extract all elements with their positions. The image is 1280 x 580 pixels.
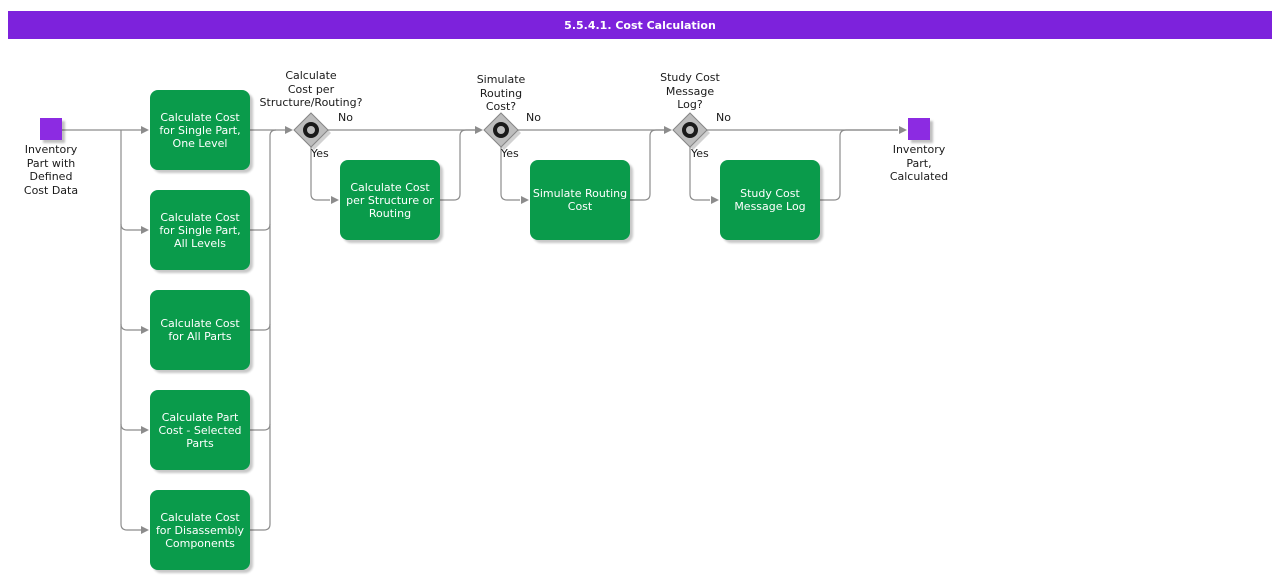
arrowheads	[141, 126, 907, 534]
branch-yes-label: Yes	[311, 147, 329, 160]
decision-label-simulate-routing: Simulate Routing Cost?	[476, 73, 526, 113]
decision-ring-icon	[493, 122, 509, 138]
branch-no-label: No	[716, 111, 731, 124]
decision-label-structure-routing: Calculate Cost per Structure/Routing?	[259, 69, 363, 109]
end-node[interactable]	[908, 118, 930, 140]
decision-ring-icon	[303, 122, 319, 138]
decision-diamond-structure-routing	[293, 112, 331, 150]
activity-calc-disassembly-components[interactable]: Calculate Cost for Disassembly Component…	[150, 490, 250, 570]
activity-calc-cost-per-structure-routing[interactable]: Calculate Cost per Structure or Routing	[340, 160, 440, 240]
branch-no-label: No	[526, 111, 541, 124]
activity-calc-single-part-one-level[interactable]: Calculate Cost for Single Part, One Leve…	[150, 90, 250, 170]
decision-diamond-simulate-routing	[483, 112, 521, 150]
decision-label-study-log: Study Cost Message Log?	[660, 71, 720, 111]
decision-diamond-study-log	[672, 112, 710, 150]
activity-study-cost-message-log[interactable]: Study Cost Message Log	[720, 160, 820, 240]
branch-yes-label: Yes	[691, 147, 709, 160]
activity-simulate-routing-cost[interactable]: Simulate Routing Cost	[530, 160, 630, 240]
activity-calc-single-part-all-levels[interactable]: Calculate Cost for Single Part, All Leve…	[150, 190, 250, 270]
branch-yes-label: Yes	[501, 147, 519, 160]
end-node-label: Inventory Part, Calculated	[889, 143, 949, 183]
start-node[interactable]	[40, 118, 62, 140]
start-node-label: Inventory Part with Defined Cost Data	[23, 143, 79, 197]
activity-calc-all-parts[interactable]: Calculate Cost for All Parts	[150, 290, 250, 370]
activity-calc-part-cost-selected[interactable]: Calculate Part Cost - Selected Parts	[150, 390, 250, 470]
branch-no-label: No	[338, 111, 353, 124]
flow-lines	[62, 129, 898, 531]
page-title: 5.5.4.1. Cost Calculation	[8, 11, 1272, 39]
decision-ring-icon	[682, 122, 698, 138]
